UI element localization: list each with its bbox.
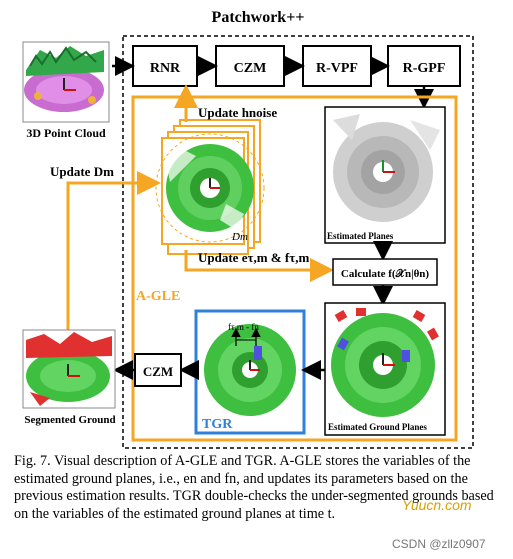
agle-label: A-GLE [136,289,180,304]
update-dm-label: Update Dm [50,164,114,179]
svg-text:Calculate f(𝒳n|θn): Calculate f(𝒳n|θn) [341,267,430,280]
dm-tag: Dm [231,231,248,243]
patchwork-boundary [122,35,474,449]
estimated-planes-label: Estimated Planes [327,231,394,241]
rgpf-block: R-GPF [387,45,461,87]
segmented-ground-image [22,329,116,409]
diagram-title: Patchwork++ [212,9,305,26]
dm-map-stack [155,119,265,255]
segmented-ground-label: Segmented Ground [24,414,115,426]
svg-text:R-GPF: R-GPF [403,61,446,76]
czm-bottom-block: CZM [134,353,182,387]
agle-boundary [131,95,458,442]
rvpf-block: R-VPF [302,45,372,87]
point-cloud-label: 3D Point Cloud [26,126,106,140]
estimated-ground-planes-image [324,302,446,436]
calculate-block: Calculate f(𝒳n|θn) [332,258,438,286]
arrow-update-dm [66,171,161,330]
update-e-f-label: Update eτ,m & fτ,m [198,250,309,265]
svg-text:CZM: CZM [234,61,267,76]
author-watermark: CSDN @zllz0907 [392,537,486,551]
site-watermark: Yuucn.com [402,497,472,513]
svg-text:RNR: RNR [150,61,181,76]
tgr-map-image [204,324,296,416]
estimated-ground-planes-label: Estimated Ground Planes [328,422,427,432]
czm-top-block: CZM [215,45,285,87]
point-cloud-image [22,41,110,123]
svg-text:CZM: CZM [143,364,173,379]
figure-diagram: Patchwork++ RNR CZM R-VPF R-GPF 3D Point… [22,9,474,449]
estimated-planes-image [324,106,446,244]
figure-caption: Fig. 7. Visual description of A-GLE and … [14,453,494,522]
update-hnoise-label: Update hnoise [198,105,277,120]
svg-text:R-VPF: R-VPF [316,61,358,76]
rnr-block: RNR [132,45,198,87]
tgr-label: TGR [202,417,233,432]
tgr-formula: fτ,m - fn [228,322,259,332]
arrow-update-e-f [184,250,334,282]
